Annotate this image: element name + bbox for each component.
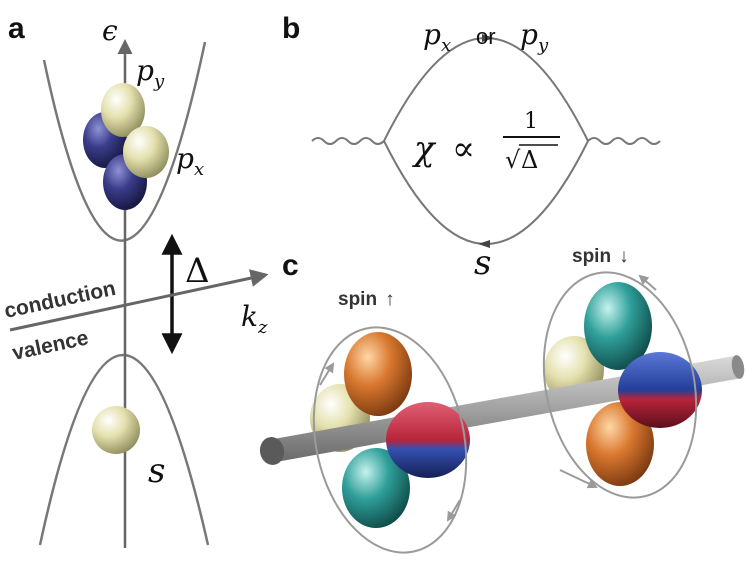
energy-axis-label: ϵ — [102, 14, 118, 47]
spin-up-label: spin↑ — [338, 289, 395, 310]
right-orange-lobe — [586, 402, 654, 486]
left-orange-lobe — [344, 332, 412, 416]
right-teal-lobe — [584, 282, 652, 370]
spin-up-orbital — [312, 326, 470, 554]
panel-b-label: b — [282, 12, 300, 45]
photon-line-right — [587, 137, 661, 145]
chi-symbol: χ — [412, 129, 437, 169]
valence-band-curve — [38, 353, 210, 546]
bubble-top-propagator — [383, 37, 589, 142]
sqrt-symbol: √ — [505, 146, 521, 174]
s-orbital — [92, 406, 140, 454]
fraction-numerator: 1 — [524, 109, 538, 134]
conduction-band-curve — [42, 41, 207, 242]
px-label: px — [176, 142, 204, 180]
s-label-b: s — [474, 243, 491, 283]
valence-label: valence — [10, 326, 90, 365]
fraction-delta: Δ — [521, 146, 538, 174]
py-lobe-light-top — [101, 83, 145, 137]
px-lobe-light-right — [123, 126, 169, 178]
spin-down-orbital — [542, 271, 702, 499]
gap-label: Δ — [185, 251, 210, 291]
spin-down-precession-ring — [542, 271, 698, 499]
bottom-propagator-arrow — [478, 240, 490, 248]
propto-symbol: ∝ — [452, 129, 475, 169]
p-orbital-cluster — [83, 83, 169, 210]
spin-up-ring-arrow-1 — [319, 362, 335, 386]
spin-down-ring-arrow-2 — [638, 274, 657, 291]
py-label: py — [136, 54, 165, 92]
spin-down-ring-arrow-1 — [559, 469, 598, 489]
s-label-a: s — [148, 451, 165, 491]
top-p1-label: px — [423, 18, 451, 56]
rod-far-end — [731, 355, 745, 379]
kz-axis — [9, 269, 269, 332]
left-red-blue-lobe — [386, 402, 470, 478]
spin-up-ring-arrow-2 — [446, 499, 461, 522]
left-teal-lobe — [342, 448, 410, 528]
panel-c-label: c — [282, 249, 299, 282]
conduction-label: conduction — [2, 277, 117, 323]
top-propagator-arrow — [482, 34, 494, 42]
top-or-label: or — [476, 24, 496, 49]
rod-end-cap — [259, 437, 285, 465]
right-blue-red-lobe — [618, 352, 702, 428]
panel-a-label: a — [8, 12, 25, 45]
kz-label: kz — [241, 300, 268, 338]
spin-up-precession-ring — [312, 326, 468, 554]
photon-line-left — [311, 137, 385, 145]
spin-down-label: spin↓ — [572, 246, 629, 267]
top-p2-label: py — [520, 18, 549, 56]
